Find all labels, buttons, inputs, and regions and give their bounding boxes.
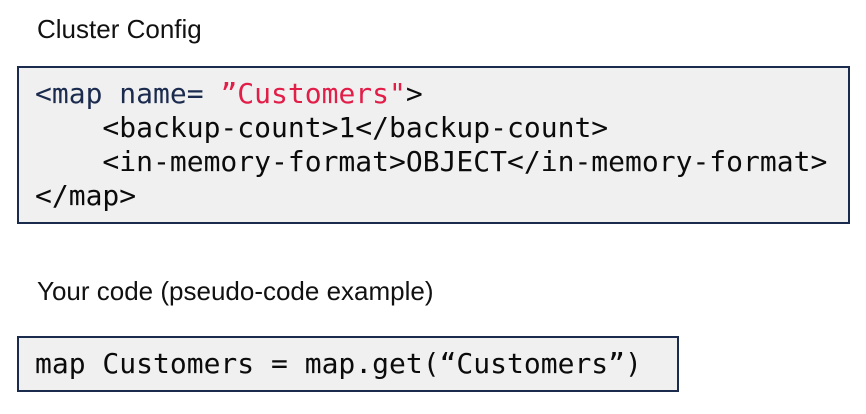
xml-code-line-backup-count: <backup-count>1</backup-count> [35, 111, 609, 144]
xml-attribute-value-token: ”Customers" [220, 77, 406, 110]
xml-tag-close-token: > [405, 77, 423, 110]
xml-code-line-map-close: </map> [35, 179, 137, 212]
xml-code-line-map-open: <map name= ”Customers"> [35, 77, 848, 111]
cluster-config-heading: Cluster Config [37, 14, 202, 44]
your-code-block: map Customers = map.get(“Customers”) [17, 336, 679, 392]
pseudo-code-line: map Customers = map.get(“Customers”) [35, 346, 642, 380]
xml-code-line-in-memory-format: <in-memory-format>OBJECT</in-memory-form… [35, 145, 828, 178]
cluster-config-code-block: <map name= ”Customers"> <backup-count>1<… [17, 66, 850, 224]
xml-tag-open-token: <map name= [35, 77, 221, 110]
your-code-heading: Your code (pseudo-code example) [37, 276, 434, 306]
